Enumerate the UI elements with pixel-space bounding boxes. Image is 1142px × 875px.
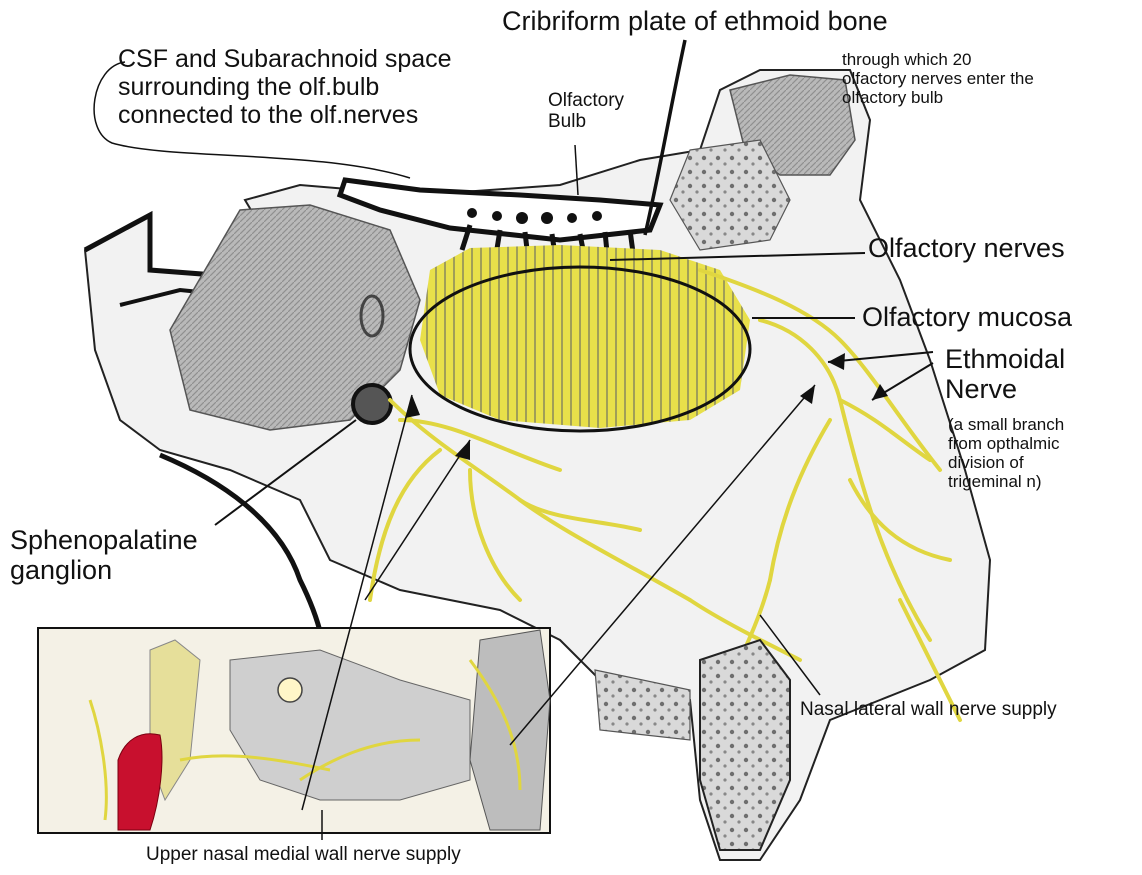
label-ethmoidal-nerve: Ethmoidal Nerve (945, 344, 1065, 404)
label-csf-subarachnoid: CSF and Subarachnoid space surrounding t… (118, 45, 452, 129)
sphenopalatine-ganglion (353, 385, 391, 423)
label-olfactory-nerves: Olfactory nerves (868, 233, 1065, 263)
label-olfactory-mucosa: Olfactory mucosa (862, 302, 1072, 332)
label-ethmoidal-note: (a small branch from opthalmic division … (948, 415, 1064, 491)
label-upper-nasal-medial-wall: Upper nasal medial wall nerve supply (146, 844, 461, 865)
olfactory-mucosa-region (420, 245, 750, 428)
inset-medial-wall (38, 628, 550, 833)
label-olfactory-bulb: Olfactory Bulb (548, 90, 624, 133)
label-sphenopalatine-ganglion: Sphenopalatine ganglion (10, 525, 198, 585)
label-cribriform-plate: Cribriform plate of ethmoid bone (502, 6, 888, 36)
label-through-which: through which 20 olfactory nerves enter … (842, 50, 1034, 107)
label-nasal-lateral-wall: Nasal lateral wall nerve supply (800, 699, 1057, 720)
